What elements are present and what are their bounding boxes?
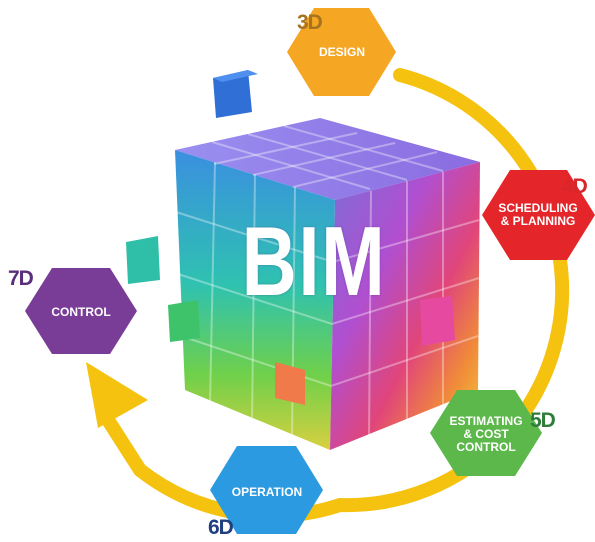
- stage-line: ESTIMATING: [449, 413, 523, 428]
- stage-label-control: CONTROL: [36, 300, 126, 324]
- bim-title: BIM: [241, 206, 387, 316]
- stage-line: OPERATION: [231, 484, 303, 499]
- hexagon-operation: [210, 446, 323, 534]
- dimension-tag-5d: 5D: [530, 409, 556, 432]
- hexagon-scheduling: [482, 170, 595, 260]
- stage-label-operation: OPERATION: [222, 480, 312, 504]
- stage-label-scheduling: SCHEDULING & PLANNING: [492, 196, 584, 234]
- dimension-tag-6d: 6D: [208, 516, 234, 539]
- stage-line: SCHEDULING: [498, 201, 578, 215]
- cycle-arrowhead: [86, 362, 148, 428]
- hexagon-estimating: [430, 390, 542, 476]
- stage-line: DESIGN: [318, 44, 365, 59]
- dimension-tag-4d: 4D: [562, 175, 588, 198]
- hexagon-control: [25, 268, 137, 354]
- hexagon-design: [287, 8, 396, 96]
- stage-line: CONTROL: [51, 304, 111, 319]
- stage-line: & COST: [463, 426, 509, 441]
- dimension-tag-7d: 7D: [8, 267, 34, 290]
- dimension-tag-3d: 3D: [297, 11, 323, 34]
- bim-cube: [126, 70, 480, 450]
- stage-label-design: DESIGN: [300, 40, 384, 64]
- stage-line: & PLANNING: [500, 214, 576, 228]
- stage-label-estimating: ESTIMATING & COST CONTROL: [440, 410, 532, 458]
- stage-line: CONTROL: [456, 439, 516, 454]
